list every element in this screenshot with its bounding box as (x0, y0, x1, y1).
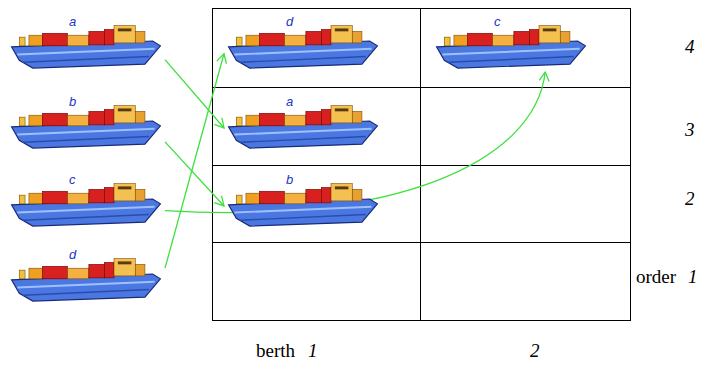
ship-icon (222, 12, 382, 70)
ship-letter: c (69, 173, 76, 187)
ship: a (222, 92, 382, 150)
ship: a (5, 12, 165, 70)
ship: c (430, 12, 590, 70)
ship: d (5, 245, 165, 303)
axis-label: 1 (308, 340, 318, 362)
ship-letter: a (286, 95, 293, 109)
ship-icon (5, 245, 165, 303)
ship-letter: b (69, 95, 76, 109)
axis-label: 2 (530, 340, 540, 362)
ship-letter: d (286, 15, 293, 29)
ship-letter: c (494, 15, 501, 29)
axis-label: 1 (688, 266, 698, 288)
ship: c (5, 170, 165, 228)
ship-letter: d (69, 248, 76, 262)
ship-icon (5, 12, 165, 70)
assignment-arrow (165, 72, 545, 213)
ship-icon (222, 92, 382, 150)
ship-icon (5, 92, 165, 150)
ship-icon (5, 170, 165, 228)
ship-letter: b (286, 173, 293, 187)
axis-label: order (636, 266, 676, 288)
assignment-arrow (165, 60, 224, 128)
ship: d (222, 12, 382, 70)
ship: b (5, 92, 165, 150)
assignment-arrow (165, 54, 224, 268)
axis-label: 2 (685, 188, 695, 210)
ship-letter: a (69, 15, 76, 29)
axis-label: 3 (685, 119, 695, 141)
axis-label: berth (256, 340, 295, 362)
ship-icon (222, 170, 382, 228)
ship: b (222, 170, 382, 228)
ship-icon (430, 12, 590, 70)
assignment-arrow (165, 142, 224, 206)
axis-label: 4 (685, 36, 695, 58)
